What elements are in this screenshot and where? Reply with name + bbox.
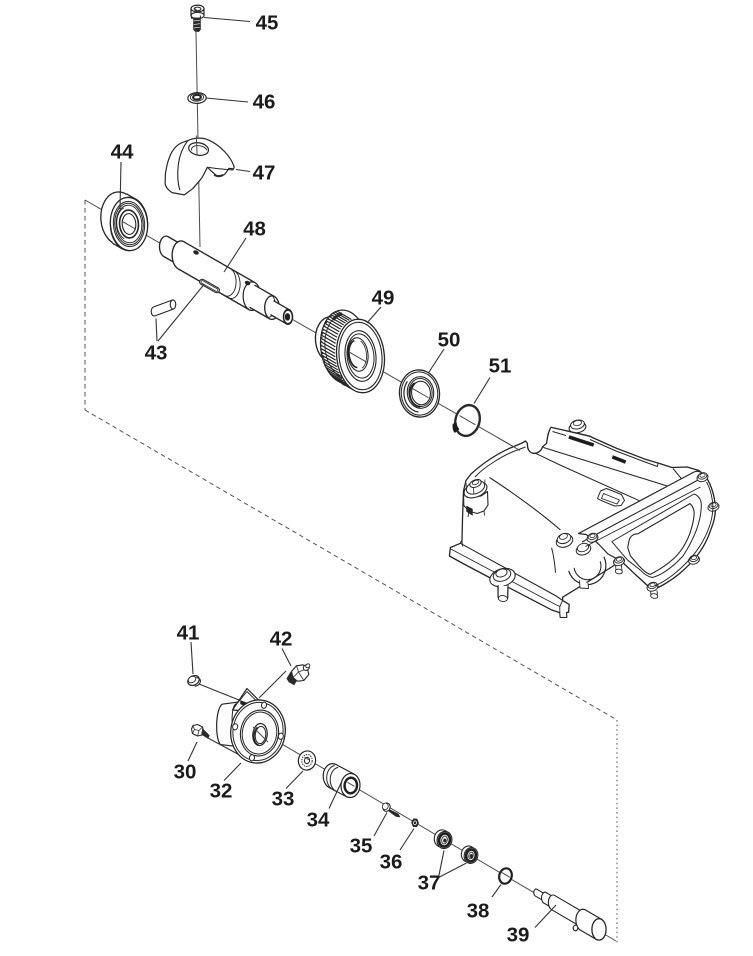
svg-text:30: 30 (174, 760, 197, 783)
svg-text:35: 35 (350, 834, 373, 857)
svg-text:41: 41 (177, 621, 200, 644)
svg-text:43: 43 (145, 341, 168, 364)
svg-text:46: 46 (253, 90, 276, 113)
svg-text:37: 37 (418, 871, 441, 894)
svg-text:34: 34 (307, 808, 330, 831)
svg-text:32: 32 (210, 779, 233, 802)
svg-text:51: 51 (489, 354, 512, 377)
svg-text:48: 48 (243, 217, 266, 240)
svg-text:39: 39 (507, 923, 530, 946)
svg-text:33: 33 (272, 787, 295, 810)
svg-text:36: 36 (380, 850, 403, 873)
svg-text:44: 44 (111, 140, 134, 163)
svg-text:47: 47 (253, 161, 276, 184)
svg-text:42: 42 (270, 627, 293, 650)
svg-text:45: 45 (256, 11, 279, 34)
svg-text:49: 49 (372, 286, 395, 309)
svg-text:50: 50 (438, 328, 461, 351)
svg-text:38: 38 (467, 899, 490, 922)
